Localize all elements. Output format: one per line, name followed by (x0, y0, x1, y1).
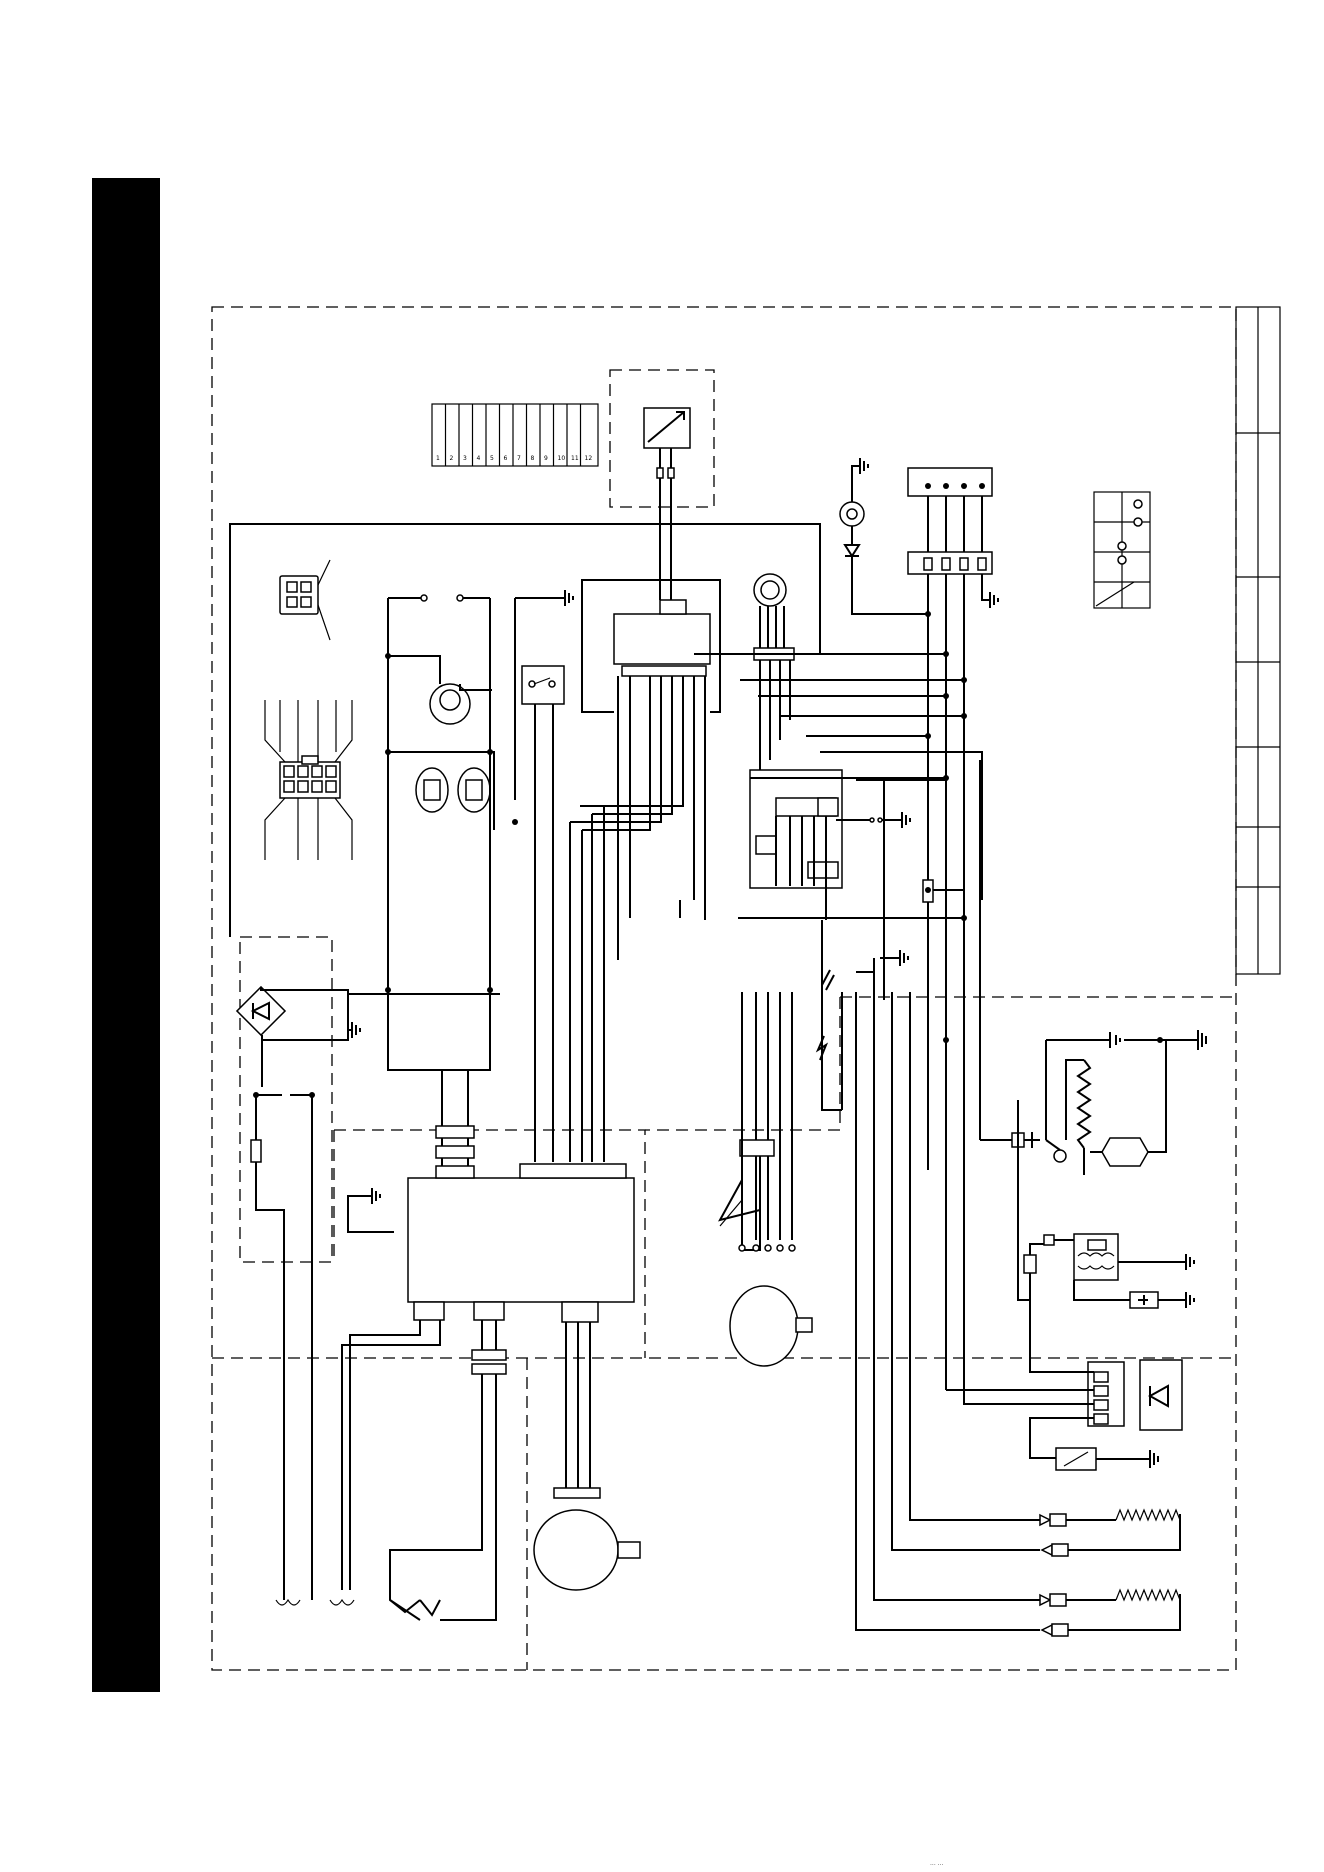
round-connector (754, 574, 794, 790)
junction-dot (961, 713, 967, 719)
legend-row-label: 9 (544, 455, 548, 462)
junction-dot (385, 987, 391, 993)
legend-row-label: 5 (490, 455, 494, 462)
terminal-pin (765, 1245, 771, 1251)
legend-row-label: 3 (463, 455, 467, 462)
junction-dot (925, 733, 931, 739)
ground-tb (982, 574, 998, 608)
junction-dot (943, 693, 949, 699)
terminal-dot (979, 483, 985, 489)
connector-pin (298, 781, 308, 792)
junction-dot (925, 887, 931, 893)
fuse-left (251, 1140, 284, 1600)
junction-dot (943, 775, 949, 781)
thermistor-probe (644, 408, 690, 600)
switch-top (388, 595, 490, 601)
flame-sensor-module (946, 1320, 1182, 1458)
burner-connectors (856, 992, 1180, 1636)
junction-dot (943, 651, 949, 657)
bridge-rectifier (237, 987, 348, 1087)
legend-row-label: 2 (450, 455, 454, 462)
terminal-dot (961, 483, 967, 489)
connector-pin (326, 766, 336, 777)
connector-pin (312, 766, 322, 777)
junction-dot (487, 749, 493, 755)
terminal-pin (753, 1245, 759, 1251)
terminal-lug (978, 558, 986, 570)
terminal-lug (924, 558, 932, 570)
connector-pin (284, 766, 294, 777)
inducer-motor (730, 1286, 812, 1366)
ground-top (553, 590, 573, 606)
diode-right (1074, 1280, 1194, 1308)
connector-pin (312, 781, 322, 792)
heating-element (980, 760, 1090, 1175)
rollout-transformer (1018, 1100, 1194, 1340)
terminal-block-top (908, 468, 992, 574)
coils-bottom-left (276, 1600, 440, 1615)
title-block (1236, 307, 1280, 974)
junction-dot (385, 653, 391, 659)
terminal-pin (739, 1245, 745, 1251)
connector-pin (326, 781, 336, 792)
legend-row-label: 8 (531, 455, 535, 462)
junction-dot (943, 1037, 949, 1043)
junction-dot (925, 611, 931, 617)
terminal-lug (960, 558, 968, 570)
igniter (1056, 1448, 1158, 1470)
junction-dot (512, 819, 518, 825)
connector-pin (298, 766, 308, 777)
connector-4pin (280, 560, 330, 640)
terminal-dot (925, 483, 931, 489)
terminal-pin (777, 1245, 783, 1251)
pressure-switch (388, 656, 492, 724)
fan-motor-right (1090, 1040, 1166, 1166)
terminal-lug (942, 558, 950, 570)
battery-ground (1046, 1030, 1206, 1050)
ground-rectifier (348, 994, 500, 1038)
junction-dot (961, 677, 967, 683)
junction-dot (487, 987, 493, 993)
junction-dot (961, 915, 967, 921)
legend-row-label: 6 (504, 455, 508, 462)
connector-8pin (265, 700, 352, 860)
inducer-harness (720, 992, 795, 1251)
relay-board (750, 770, 910, 920)
blower-motor (534, 1510, 640, 1590)
limit-switch (522, 666, 564, 704)
connector-pin (284, 781, 294, 792)
legend-row-label: 7 (517, 455, 521, 462)
legend-row-label: 12 (585, 455, 593, 462)
switch-grid (1094, 492, 1150, 608)
legend-row-label: 11 (571, 455, 579, 462)
dual-valve (416, 768, 490, 812)
terminal-pin (789, 1245, 795, 1251)
junction-dot (385, 749, 391, 755)
center-harness (535, 676, 630, 1162)
mid-right-wires (818, 920, 908, 1110)
legend-row-label: 1 (436, 455, 440, 462)
footer-text: ··· ··· (930, 1862, 943, 1869)
legend-row-label: 10 (558, 455, 566, 462)
legend-row-label: 4 (477, 455, 481, 462)
terminal-dot (943, 483, 949, 489)
